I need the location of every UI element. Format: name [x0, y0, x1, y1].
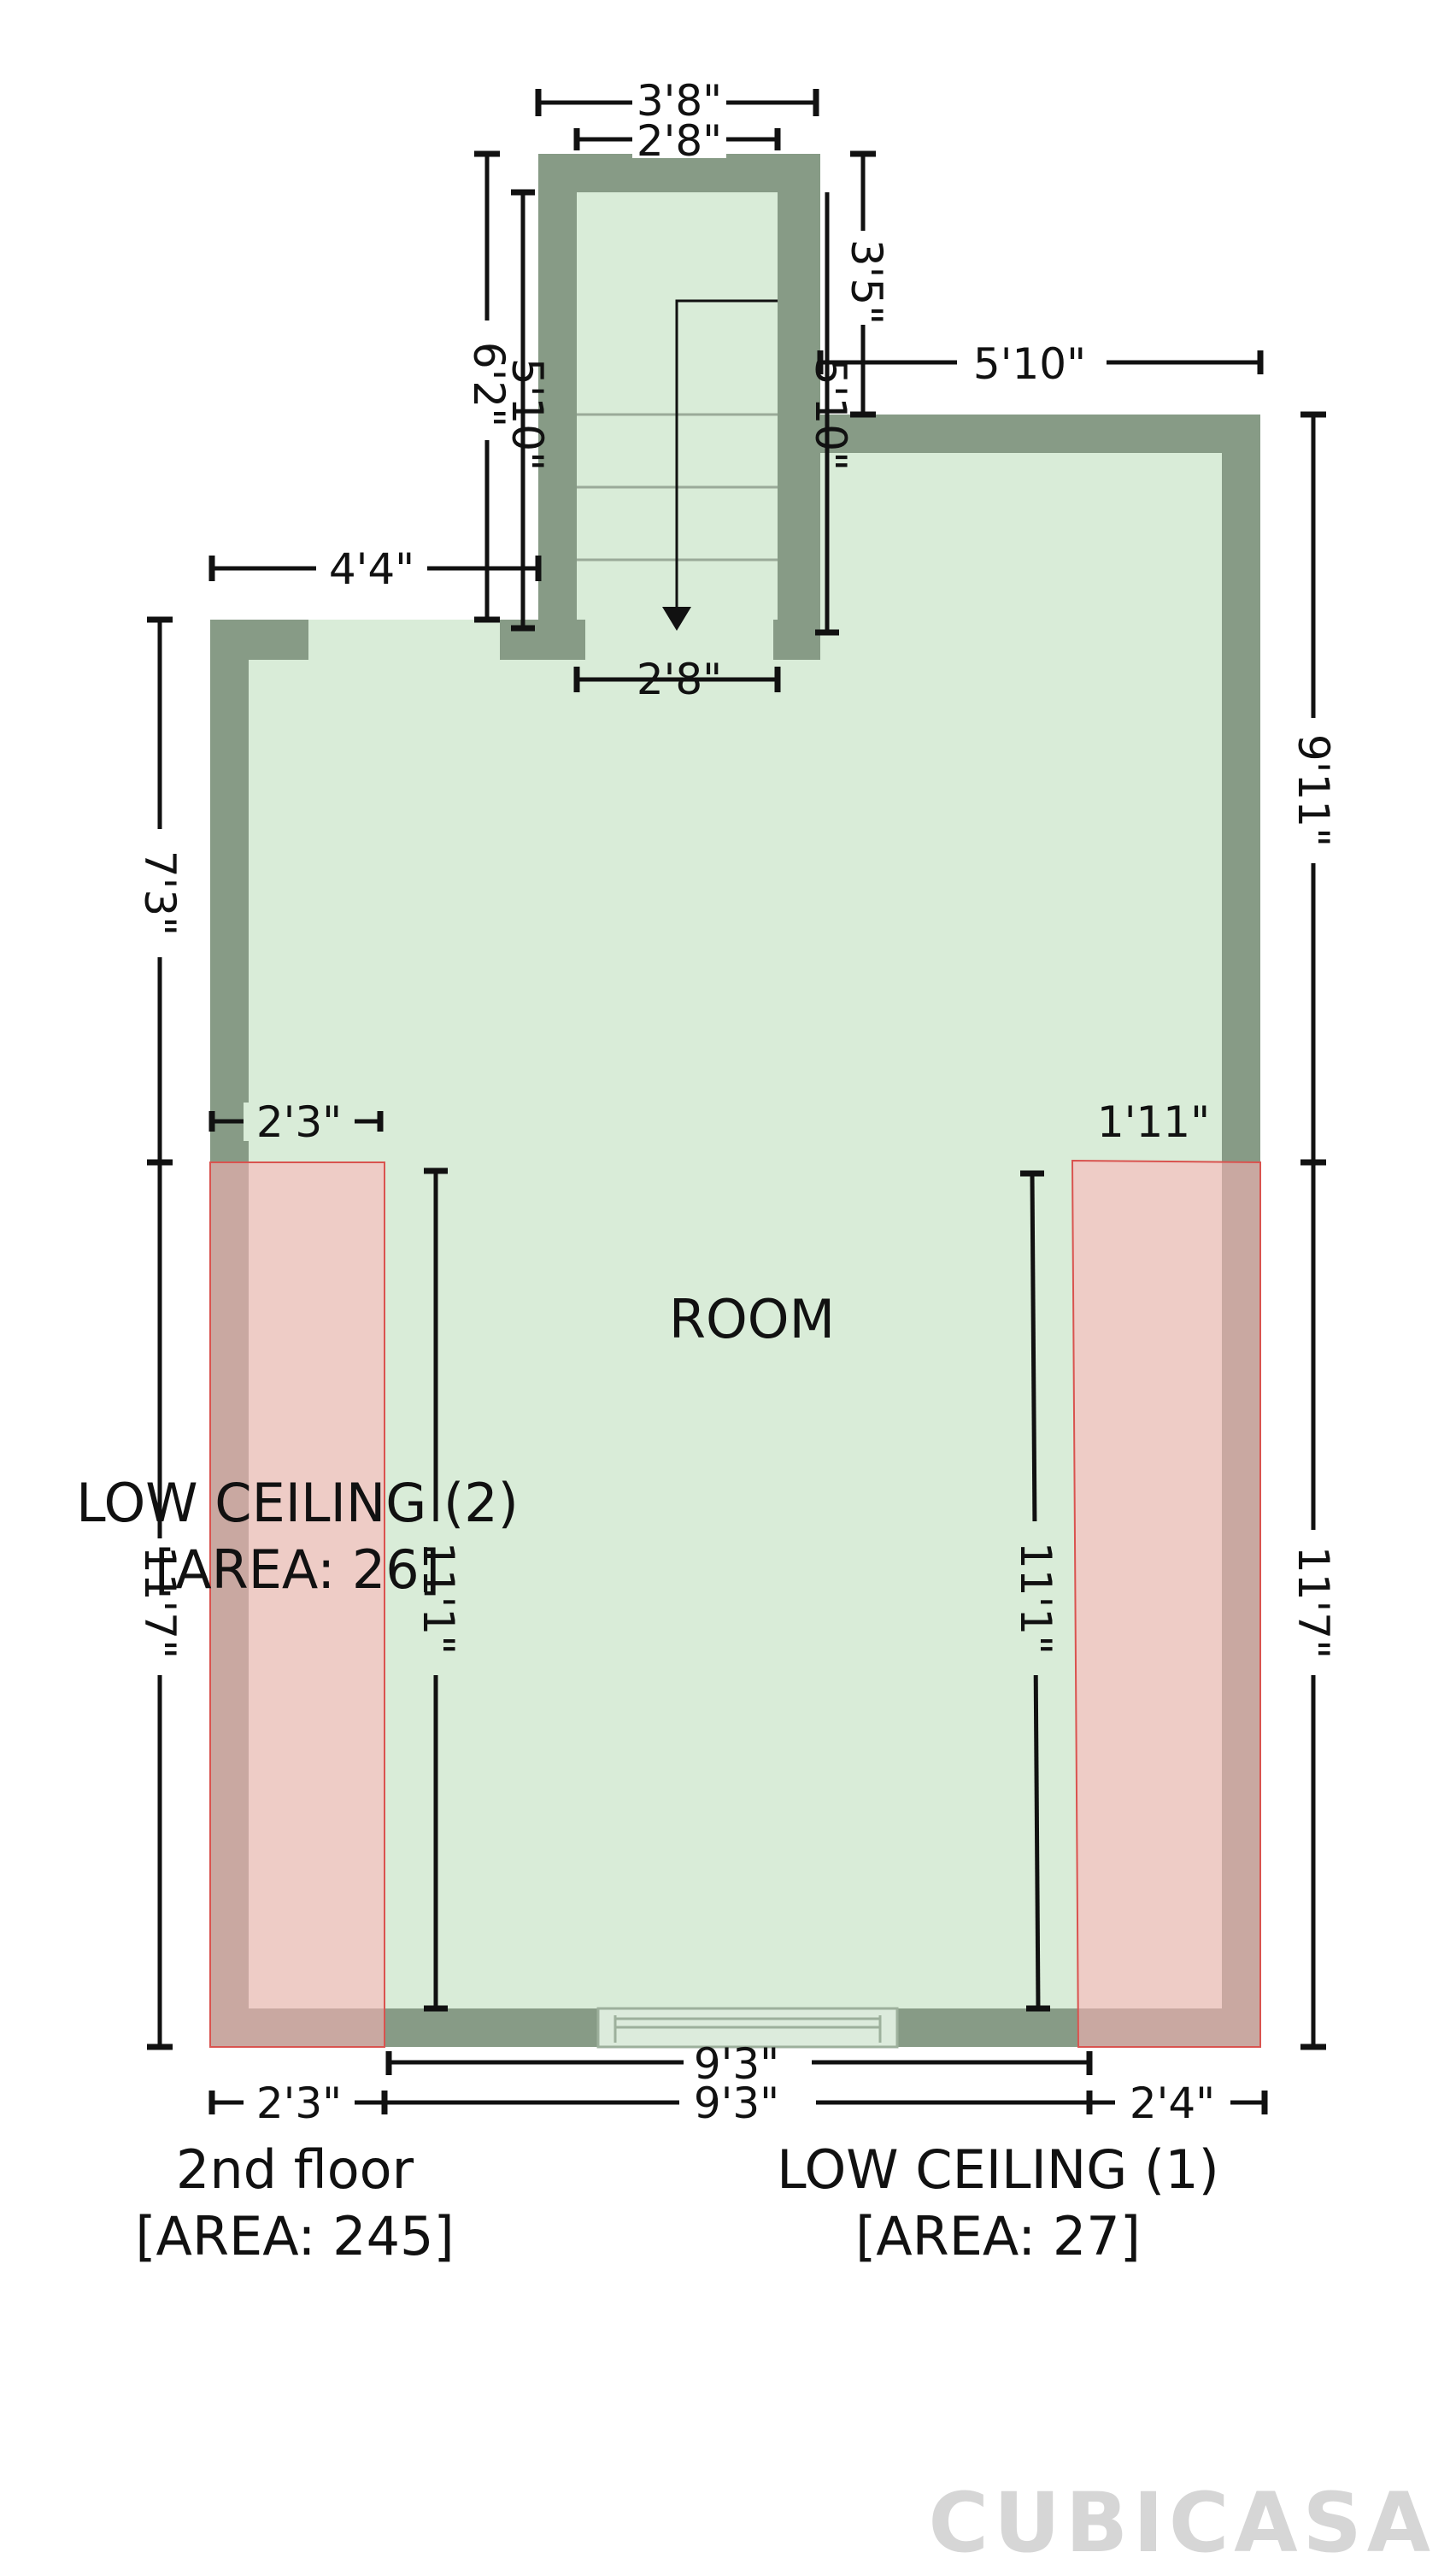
dim-right-lower: 11'7"	[1289, 1546, 1338, 1659]
dim-low-ceiling-1-width: 1'11"	[1097, 1097, 1210, 1147]
low-ceiling-1-area	[1071, 1159, 1261, 2048]
dim-stair-opening-width: 2'8"	[637, 655, 722, 704]
dimension-labels: 3'8" 2'8" 2'8" 6'2" 5'10" 5'10" 3'5" 5'1…	[135, 76, 1338, 2128]
dim-stair-outer-width: 3'8"	[637, 76, 722, 126]
dim-stair-inner-left: 5'10"	[502, 358, 552, 471]
dim-stair-inner-width: 2'8"	[637, 116, 722, 166]
low-ceiling-1-area-label: [AREA: 27]	[855, 2205, 1141, 2267]
window	[596, 2007, 899, 2049]
staircase	[577, 299, 778, 631]
dim-bottom-left: 2'3"	[256, 2079, 342, 2128]
dim-top-right-width: 5'10"	[973, 339, 1086, 389]
dim-bottom-inner: 9'3"	[694, 2039, 779, 2089]
dim-left-lower: 11'7"	[135, 1546, 185, 1659]
cubicasa-logo: CUBICASA	[929, 2475, 1435, 2564]
dim-bottom-middle: 9'3"	[694, 2079, 779, 2128]
dim-bottom-right: 2'4"	[1130, 2079, 1215, 2128]
dim-inner-right-height: 11'1"	[1011, 1542, 1060, 1655]
dim-stair-outer-height: 6'2"	[464, 342, 514, 427]
dim-stair-inner-right: 5'10"	[806, 358, 855, 471]
dim-right-upper: 9'11"	[1289, 734, 1338, 847]
dim-inner-left-height: 11'1"	[414, 1542, 463, 1655]
dim-stair-top-right: 3'5"	[842, 239, 891, 325]
floor-label: 2nd floor	[176, 2138, 414, 2201]
low-ceiling-2-area	[209, 1161, 385, 2048]
low-ceiling-2-area-label: [AREA: 26]	[155, 1538, 440, 1601]
room-label: ROOM	[669, 1288, 835, 1350]
dim-top-left-width: 4'4"	[329, 544, 414, 594]
dim-left-upper: 7'3"	[135, 850, 185, 936]
floor-area-label: [AREA: 245]	[135, 2205, 454, 2267]
stair-direction-arrow-icon	[662, 607, 691, 631]
room-floor	[210, 154, 1260, 2047]
low-ceiling-1-label: LOW CEILING (1)	[777, 2138, 1219, 2201]
dim-low-ceiling-2-width: 2'3"	[256, 1097, 342, 1147]
low-ceiling-2-label: LOW CEILING (2)	[76, 1472, 519, 1534]
